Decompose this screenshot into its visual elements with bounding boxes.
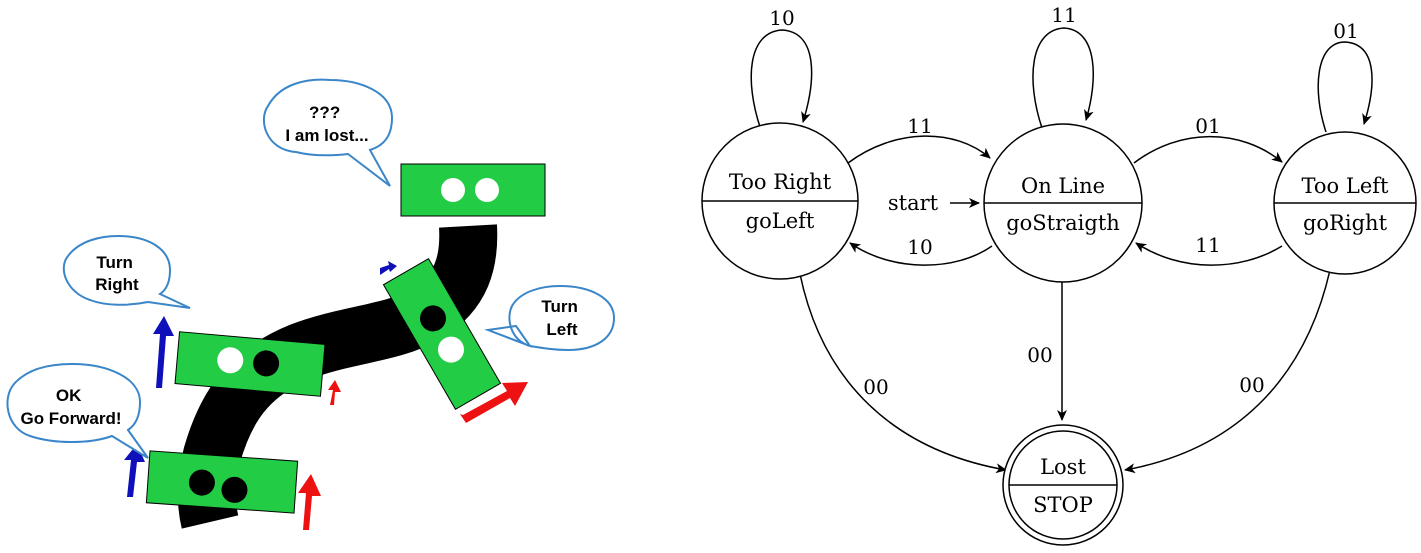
robot-scene: ??? I am lost... Turn Right Turn Left OK… <box>6 78 616 530</box>
bubble-turn-left: Turn Left <box>484 284 616 352</box>
sensor <box>188 469 215 496</box>
bubble-lost: ??? I am lost... <box>263 78 394 187</box>
svg-text:OK Go Forward!: OK Go Forward! <box>20 386 121 428</box>
sensor <box>217 347 244 374</box>
sensor <box>420 305 446 332</box>
label-too-right-to-on-line: 11 <box>907 114 932 138</box>
edge-too-right-self <box>750 29 813 131</box>
svg-text:Turn Right: Turn Right <box>95 253 139 294</box>
state-lost-name: Lost <box>1040 455 1086 479</box>
sensor <box>475 178 499 202</box>
bubble-lost-line-2: I am lost... <box>285 126 368 145</box>
left-motor-arrows <box>123 261 397 497</box>
arrow-up-icon <box>123 444 145 497</box>
label-too-left-to-on-line: 11 <box>1195 233 1220 257</box>
label-too-left-to-lost: 00 <box>1239 373 1264 397</box>
bubble-forward: OK Go Forward! <box>6 362 149 459</box>
edge-on-line-to-too-right <box>849 242 993 266</box>
arrow-up-right-icon <box>460 382 528 423</box>
bubble-turn-left-line-2: Left <box>546 320 578 339</box>
edge-labels: 10 11 01 11 10 01 11 00 00 00 start <box>769 3 1358 399</box>
state-on-line: On Line goStraigth <box>983 123 1143 283</box>
label-too-right-self: 10 <box>769 6 794 30</box>
svg-text:Turn Left: Turn Left <box>541 297 582 339</box>
right-motor-arrows <box>297 380 528 530</box>
bubble-turn-left-line-1: Turn <box>541 297 578 316</box>
label-on-line-to-lost: 00 <box>1027 343 1052 367</box>
label-on-line-to-too-right: 10 <box>907 235 932 259</box>
label-too-right-to-lost: 00 <box>863 375 888 399</box>
sensor <box>441 178 465 202</box>
bubble-forward-line-2: Go Forward! <box>20 409 121 428</box>
state-too-right-name: Too Right <box>729 170 832 194</box>
sensor <box>253 350 280 377</box>
svg-text:??? I am lost...: ??? I am lost... <box>285 103 368 145</box>
arrow-up-icon <box>297 474 321 530</box>
state-too-left-action: goRight <box>1303 211 1388 235</box>
bubble-turn-right-line-2: Right <box>95 275 139 294</box>
robot-forward <box>145 450 299 514</box>
state-too-right: Too Right goLeft <box>701 122 859 280</box>
edge-too-right-to-on-line <box>847 135 991 164</box>
robot-turn-right <box>174 331 326 397</box>
state-machine: 10 11 01 11 10 01 11 00 00 00 start Too … <box>701 3 1417 546</box>
arrow-up-icon <box>152 316 174 388</box>
label-on-line-self: 11 <box>1051 3 1076 27</box>
edge-too-right-to-lost <box>799 273 1007 474</box>
state-too-right-action: goLeft <box>746 209 815 233</box>
label-on-line-to-too-left: 01 <box>1195 114 1220 138</box>
arrow-up-icon <box>325 380 341 405</box>
state-too-left: Too Left goRight <box>1273 131 1417 275</box>
bubble-lost-line-1: ??? <box>309 103 340 122</box>
robot-turn-left <box>382 257 502 411</box>
bubble-turn-right: Turn Right <box>62 234 191 309</box>
state-on-line-action: goStraigth <box>1006 211 1120 235</box>
edge-too-left-self <box>1317 41 1373 133</box>
state-too-left-name: Too Left <box>1302 174 1389 198</box>
robot-lost <box>400 163 546 217</box>
arrow-right-icon <box>380 261 397 275</box>
start-label: start <box>888 191 939 215</box>
edge-too-left-to-on-line <box>1135 242 1283 266</box>
edge-too-left-to-lost <box>1124 269 1331 474</box>
state-on-line-name: On Line <box>1021 174 1105 198</box>
transitions <box>750 27 1373 474</box>
sensor <box>221 476 248 503</box>
edge-on-line-to-too-left <box>1133 135 1283 164</box>
edge-on-line-self <box>1032 27 1094 129</box>
bubble-forward-line-1: OK <box>56 386 82 405</box>
label-too-left-self: 01 <box>1333 19 1358 43</box>
state-lost: Lost STOP <box>1002 424 1124 546</box>
state-lost-action: STOP <box>1033 493 1093 517</box>
sensor <box>438 336 464 363</box>
bubble-turn-right-line-1: Turn <box>96 253 133 272</box>
